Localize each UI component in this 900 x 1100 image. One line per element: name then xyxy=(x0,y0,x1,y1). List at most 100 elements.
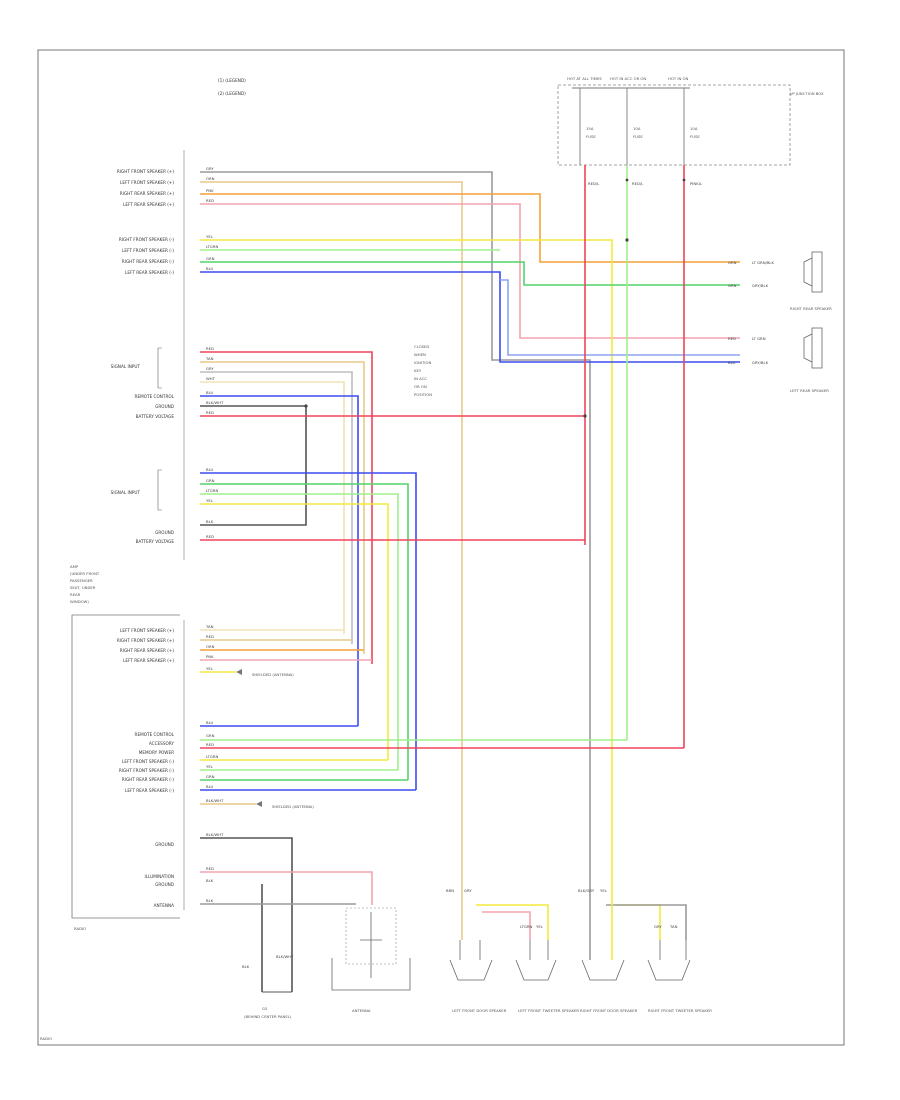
amp-label-3: RIGHT REAR SPEAKER (+) xyxy=(120,191,175,196)
radio-gnd-code-1: BLK/WHT xyxy=(206,832,224,837)
fuse-wire-3: PINK/L xyxy=(690,181,703,186)
wire-yellow-sig2 xyxy=(200,503,389,760)
g5-code-2: BLK/WHT xyxy=(276,954,294,959)
rr-wire-1: LT GRN/BLK xyxy=(752,260,775,265)
g5-sub-label: (BEHIND CENTER PANEL) xyxy=(244,1014,292,1019)
lr-speaker-label: LEFT REAR SPEAKER xyxy=(790,388,829,393)
amp-label-5: RIGHT FRONT SPEAKER (-) xyxy=(119,237,175,242)
wire-blue-sig2 xyxy=(200,472,417,790)
shield-label-2: SHIELDED (ANTENNA) xyxy=(272,804,314,809)
wires xyxy=(200,165,740,992)
radio-gnd-code-4: BLK xyxy=(206,898,214,903)
amp-note-2: (UNDER FRONT xyxy=(70,571,100,576)
fuse-wire-1: RED/L xyxy=(588,181,600,186)
antenna-component: ANTENNA xyxy=(331,907,411,1013)
sig1-code-7: RED xyxy=(206,410,214,415)
bw-code-1: BRN xyxy=(446,888,454,893)
radio-g2-code-5: YEL xyxy=(206,764,214,769)
rf-tweeter-label: RIGHT FRONT TWEETER SPEAKER xyxy=(648,1008,712,1013)
radio-gnd-code-3: BLK xyxy=(206,878,214,883)
radio-g1-code-5: YEL xyxy=(206,666,214,671)
radio-antenna-label: ANTENNA xyxy=(154,903,174,908)
wire-green-sig2 xyxy=(200,483,409,780)
right-rear-speaker: GRN GRN LT GRN/BLK GRY/BLK RIGHT REAR SP… xyxy=(728,251,832,311)
bw-code-2: GRY xyxy=(464,888,472,893)
radio-g2-label-1: REMOTE CONTROL xyxy=(135,732,175,737)
shield-arrow-2 xyxy=(256,801,262,807)
radio-g2-code-3: RED xyxy=(206,742,214,747)
amp-code-7: GRN xyxy=(206,256,215,261)
bw-code-3: LTGRN xyxy=(520,924,532,929)
rr-code-1: GRN xyxy=(728,260,737,265)
sig1-code-3: GRY xyxy=(206,366,214,371)
ignition-note: CLOSED WHEN IGNITION KEY IN ACC OR ON PO… xyxy=(414,344,432,397)
signal-input-2: SIGNAL INPUT GROUND BATTERY VOLTAGE BLU … xyxy=(111,467,219,544)
left-front-tweeter-speaker: LEFT FRONT TWEETER SPEAKER xyxy=(515,940,579,1013)
sig2-code-4: YEL xyxy=(206,498,214,503)
note-line-5: IN ACC xyxy=(414,376,427,381)
wire-blue-remote1 xyxy=(200,395,359,726)
amp-code-3: PNK xyxy=(206,188,214,193)
amp-label-1: RIGHT FRONT SPEAKER (+) xyxy=(117,169,175,174)
lr-code-2: BLU xyxy=(728,360,736,365)
right-front-door-speaker: RIGHT FRONT DOOR SPEAKER xyxy=(580,880,638,1013)
radio-g2-label-4: LEFT FRONT SPEAKER (-) xyxy=(122,759,174,764)
amp-note-3: PASSENGER xyxy=(70,578,93,583)
remote-control-1-label: REMOTE CONTROL xyxy=(135,394,175,399)
ground-2-label: GROUND xyxy=(155,530,174,535)
sig2-code-6: RED xyxy=(206,534,214,539)
fuse-2-rating: 10A xyxy=(633,126,641,131)
radio-g1-label-1: LEFT FRONT SPEAKER (+) xyxy=(120,628,174,633)
radio-ground-label: GROUND xyxy=(155,842,174,847)
amp-code-5: YEL xyxy=(206,234,214,239)
wire-wheat-sig1 xyxy=(200,381,345,634)
rr-code-2: GRN xyxy=(728,283,737,288)
signal-input-2-label: SIGNAL INPUT xyxy=(111,490,141,495)
radio-g2-label-2: ACCESSORY xyxy=(149,741,175,746)
fuse-3-rating: 10A xyxy=(690,126,698,131)
antenna-label: ANTENNA xyxy=(352,1008,371,1013)
radio-g2-code-2: GRN xyxy=(206,733,215,738)
radio-box-label: RADIO xyxy=(74,926,86,931)
lr-wire-2: GRY/BLK xyxy=(752,360,769,365)
bw-code-8: TAN xyxy=(669,924,678,929)
fuse-1-name: FUSE xyxy=(586,134,596,139)
amp-note-6: WINDOW) xyxy=(70,599,89,604)
radio-g1-code-4: PNK xyxy=(206,654,214,659)
lf-door-speaker-label: LEFT FRONT DOOR SPEAKER xyxy=(452,1008,507,1013)
radio-gnd-code-2: RED xyxy=(206,866,214,871)
sig1-code-1: RED xyxy=(206,346,214,351)
footer-label: RADIO xyxy=(40,1036,52,1041)
amp-note-4: SEAT, UNDER xyxy=(70,585,96,590)
fuse-3-top: HOT IN ON xyxy=(668,76,689,81)
ground-1-label: GROUND xyxy=(155,404,174,409)
amp-note-1: AMP xyxy=(70,564,79,569)
wire-green-rr xyxy=(200,261,740,286)
amp-code-8: BLU xyxy=(206,266,214,271)
radio-g1-label-4: LEFT REAR SPEAKER (+) xyxy=(123,658,174,663)
shield-label-1: SHIELDED (ANTENNA) xyxy=(252,672,294,677)
sig2-code-1: BLU xyxy=(206,467,214,472)
battery-voltage-2-label: BATTERY VOLTAGE xyxy=(136,539,175,544)
rr-speaker-label: RIGHT REAR SPEAKER xyxy=(790,306,832,311)
radio-g2-code-1: BLU xyxy=(206,720,214,725)
radio-g1-code-2: RED xyxy=(206,634,214,639)
wire-blue-lr xyxy=(200,271,740,363)
wire-pink-illum xyxy=(200,871,373,905)
amp-code-4: RED xyxy=(206,198,214,203)
radio-g2-code-7: BLU xyxy=(206,784,214,789)
shield-arrow-1 xyxy=(236,669,242,675)
left-rear-speaker: RED BLU LT GRN GRY/BLK LEFT REAR SPEAKER xyxy=(728,327,829,393)
fuse-1-rating: 15A xyxy=(586,126,594,131)
fuse-wire-2: RED/L xyxy=(632,181,644,186)
radio-illum-ground-label: GROUND xyxy=(155,882,174,887)
amp-connector-top: RIGHT FRONT SPEAKER (+) LEFT FRONT SPEAK… xyxy=(117,166,219,275)
bottom-wire-codes: BRN GRY LTGRN YEL BLK/GRY YEL GRY TAN xyxy=(446,888,678,929)
radio-g2-code-6: GRN xyxy=(206,774,215,779)
wire-dark-ground xyxy=(200,837,293,992)
note-line-4: KEY xyxy=(414,368,422,373)
radio-g1-code-3: ORN xyxy=(206,644,215,649)
sig2-code-3: LTGRN xyxy=(206,488,218,493)
radio-g2-label-7: LEFT REAR SPEAKER (-) xyxy=(125,788,174,793)
bw-code-4: YEL xyxy=(536,924,544,929)
